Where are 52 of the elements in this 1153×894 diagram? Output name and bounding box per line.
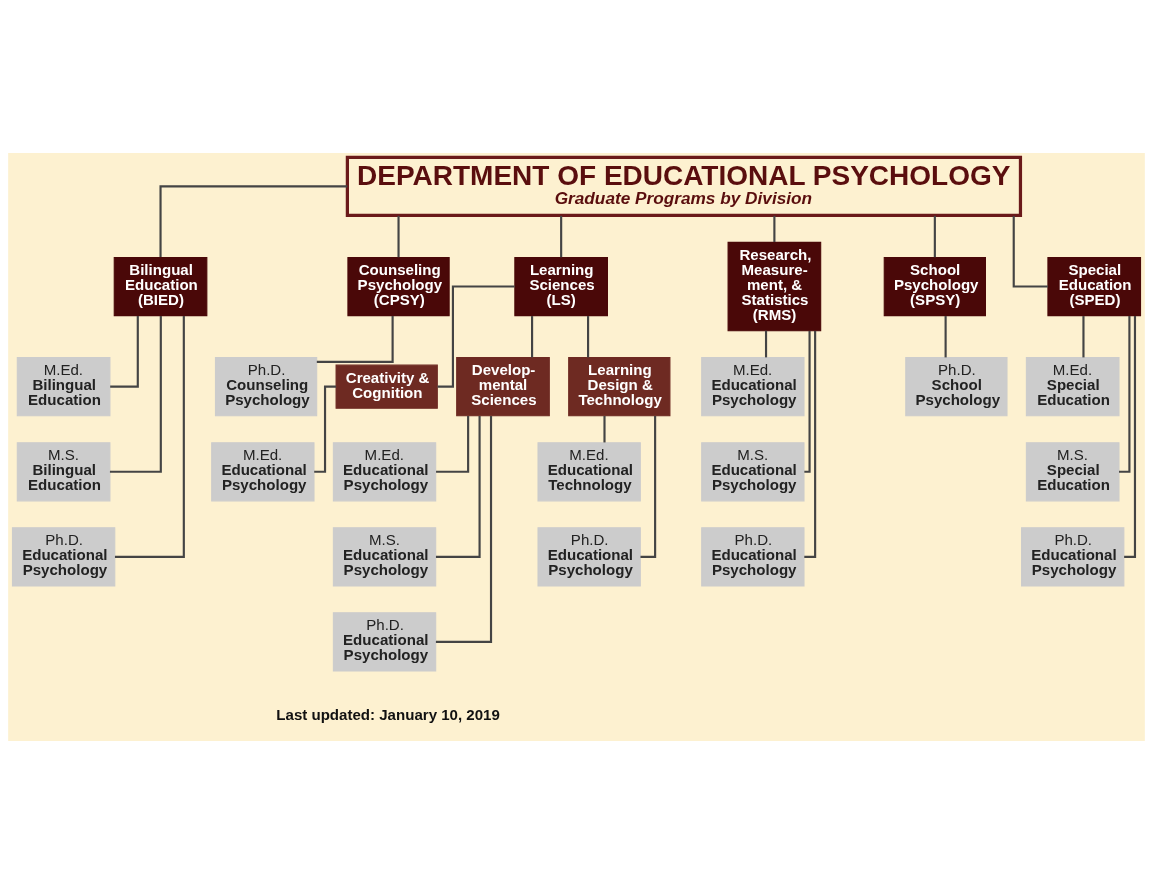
connector	[314, 385, 337, 473]
connector	[933, 215, 936, 258]
node-box: M.Ed. Educational Psychology	[211, 442, 315, 502]
connector	[316, 315, 394, 363]
node-box: Learning Design & Technology	[568, 357, 671, 417]
connector	[435, 415, 481, 558]
connector	[944, 316, 947, 358]
node-box: Ph.D. Educational Psychology	[332, 612, 437, 672]
connector	[773, 215, 776, 242]
node-box: Develop- mental Sciences	[456, 357, 550, 417]
connector	[159, 185, 348, 258]
node-box: Ph.D. Educational Psychology	[1021, 527, 1125, 587]
connector	[435, 415, 493, 643]
node-box: M.S. Educational Psychology	[332, 527, 437, 587]
node-box: DEPARTMENT OF EDUCATIONAL PSYCHOLOGY Graduate Programs by Division	[345, 155, 1023, 218]
connector	[560, 215, 563, 258]
node-box: Ph.D. Educational Psychology	[701, 527, 805, 587]
node-box: Ph.D. Counseling Psychology	[214, 357, 318, 417]
node-box: Creativity & Cognition	[335, 364, 438, 409]
node-box: School Psychology (SPSY)	[883, 256, 986, 317]
connector	[804, 330, 817, 558]
node-box: Research, Measure- ment, & Statistics (RMS)	[727, 241, 822, 332]
connector	[436, 415, 470, 473]
node-box: M.S. Educational Psychology	[701, 442, 805, 502]
node-box: Ph.D. Educational Psychology	[11, 527, 116, 587]
node-box: Ph.D. School Psychology	[905, 357, 1008, 417]
node-box: M.Ed. Educational Psychology	[332, 442, 437, 502]
node-box: Bilingual Education (BIED)	[113, 256, 208, 317]
connector	[114, 316, 185, 558]
node-box: M.S. Special Education	[1025, 442, 1120, 502]
connector	[1012, 215, 1048, 288]
node-box: Ph.D. Educational Psychology	[537, 527, 641, 587]
connector	[804, 330, 811, 473]
connector	[110, 316, 139, 388]
node-box: M.Ed. Educational Technology	[537, 442, 641, 502]
connector	[1119, 315, 1131, 473]
node-box: M.Ed. Special Education	[1025, 357, 1120, 417]
connector	[397, 215, 400, 258]
node-box: Special Education (SPED)	[1047, 256, 1142, 317]
connector	[587, 316, 590, 358]
node-box: M.Ed. Bilingual Education	[16, 357, 111, 417]
connector	[603, 415, 606, 443]
connector	[764, 330, 768, 358]
connector	[1082, 316, 1085, 358]
node-box: M.Ed. Educational Psychology	[701, 357, 805, 417]
connector	[531, 316, 534, 358]
node-box: M.S. Bilingual Education	[16, 442, 111, 502]
connector	[109, 315, 162, 473]
node-box: Learning Sciences (LS)	[514, 256, 608, 317]
connector	[1124, 316, 1137, 558]
label: Last updated: January 10, 2019	[276, 706, 500, 724]
node-box: Counseling Psychology (CPSY)	[347, 256, 450, 317]
